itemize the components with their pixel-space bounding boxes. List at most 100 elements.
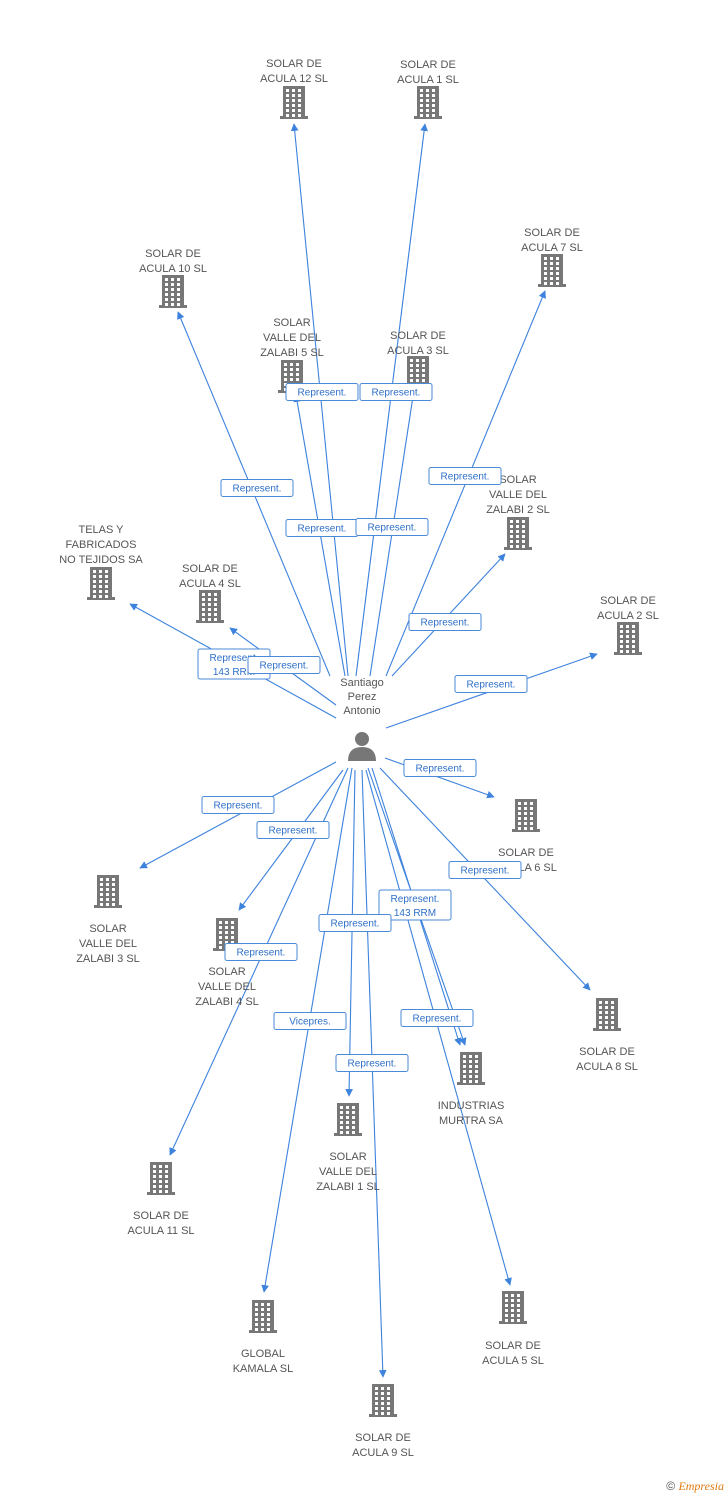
building-icon bbox=[499, 1291, 527, 1324]
edge-line-solar-acula-6 bbox=[384, 757, 495, 799]
edge-label-solar-valle-zalabi-5[interactable]: Represent. bbox=[285, 519, 359, 537]
edge-label-solar-acula-11[interactable]: Represent. bbox=[224, 943, 298, 961]
edge-label-text: Vicepres. bbox=[289, 1017, 331, 1028]
edge-label-text: Represent. bbox=[421, 618, 470, 629]
edge-label-text: Represent. bbox=[298, 388, 347, 399]
edge-label-solar-acula-5[interactable]: Represent. bbox=[335, 1054, 409, 1072]
edge-label-text: Represent. bbox=[298, 524, 347, 535]
edge-label-solar-valle-zalabi-3[interactable]: Represent. bbox=[201, 796, 275, 814]
edge-label-industrias-murtra[interactable]: Represent. bbox=[400, 1009, 474, 1027]
edge-label-box bbox=[285, 383, 359, 401]
edge-label-text: Represent. bbox=[269, 826, 318, 837]
building-icon bbox=[249, 1300, 277, 1333]
edge-label-text: Represent. bbox=[260, 661, 309, 672]
edge-label-box bbox=[403, 759, 477, 777]
building-icon bbox=[87, 567, 115, 600]
edge-line-solar-valle-zalabi-4 bbox=[238, 769, 344, 911]
edge-label-solar-acula-3[interactable]: Represent. bbox=[355, 518, 429, 536]
building-icon bbox=[369, 1384, 397, 1417]
edge-label-box bbox=[454, 675, 528, 693]
edge-label-solar-acula-6[interactable]: Represent. bbox=[403, 759, 477, 777]
edge-label-solar-acula-8[interactable]: Represent. bbox=[448, 861, 522, 879]
edge-label-text: Represent. bbox=[331, 919, 380, 930]
building-icon bbox=[614, 622, 642, 655]
edge-label-box bbox=[273, 1012, 347, 1030]
building-icon bbox=[457, 1052, 485, 1085]
building-icon bbox=[196, 590, 224, 623]
edge-label-box bbox=[448, 861, 522, 879]
building-icon bbox=[147, 1162, 175, 1195]
edge-label-text: Represent. bbox=[237, 948, 286, 959]
edge-label-text: Represent. bbox=[416, 764, 465, 775]
edge-label-text: Represent. bbox=[368, 523, 417, 534]
edge-label-solar-acula-2[interactable]: Represent. bbox=[454, 675, 528, 693]
edge-label-text: Represent. bbox=[372, 388, 421, 399]
edge-label-box bbox=[224, 943, 298, 961]
edge-label-global-kamala[interactable]: Vicepres. bbox=[273, 1012, 347, 1030]
edge-line-solar-acula-5 bbox=[365, 769, 512, 1286]
copyright-symbol: © bbox=[666, 1479, 676, 1493]
edge-label-box bbox=[201, 796, 275, 814]
edge-label-text: Represent. bbox=[348, 1059, 397, 1070]
edge-label-solar-acula-1[interactable]: Represent. bbox=[359, 383, 433, 401]
edge-label-box bbox=[220, 479, 294, 497]
edge-line-solar-valle-zalabi-3 bbox=[139, 761, 337, 869]
edge-label-text: Represent. bbox=[467, 680, 516, 691]
building-icon bbox=[414, 86, 442, 119]
edge-label-solar-acula-4[interactable]: Represent. bbox=[247, 656, 321, 674]
edge-label-solar-acula-10[interactable]: Represent. bbox=[220, 479, 294, 497]
edge-label-solar-valle-zalabi-2[interactable]: Represent. bbox=[408, 613, 482, 631]
empresia-logo[interactable]: Empresia bbox=[678, 1479, 724, 1493]
edge-label-solar-valle-zalabi-4[interactable]: Represent. bbox=[256, 821, 330, 839]
edge-label-box bbox=[318, 914, 392, 932]
edge-label-text: Represent. bbox=[441, 472, 490, 483]
edge-label-industrias-murtra[interactable]: Represent.143 RRM bbox=[378, 889, 452, 921]
edge-label-solar-acula-7[interactable]: Represent. bbox=[428, 467, 502, 485]
edge-line-solar-acula-9 bbox=[361, 769, 387, 1378]
building-icon bbox=[504, 517, 532, 550]
edge-label-solar-acula-12[interactable]: Represent. bbox=[285, 383, 359, 401]
person-icon bbox=[348, 732, 376, 761]
edge-label-box bbox=[359, 383, 433, 401]
edge-label-solar-valle-zalabi-1[interactable]: Represent. bbox=[318, 914, 392, 932]
edge-label-box bbox=[247, 656, 321, 674]
building-icon bbox=[512, 799, 540, 832]
footer-brand: © Empresia bbox=[666, 1479, 724, 1494]
